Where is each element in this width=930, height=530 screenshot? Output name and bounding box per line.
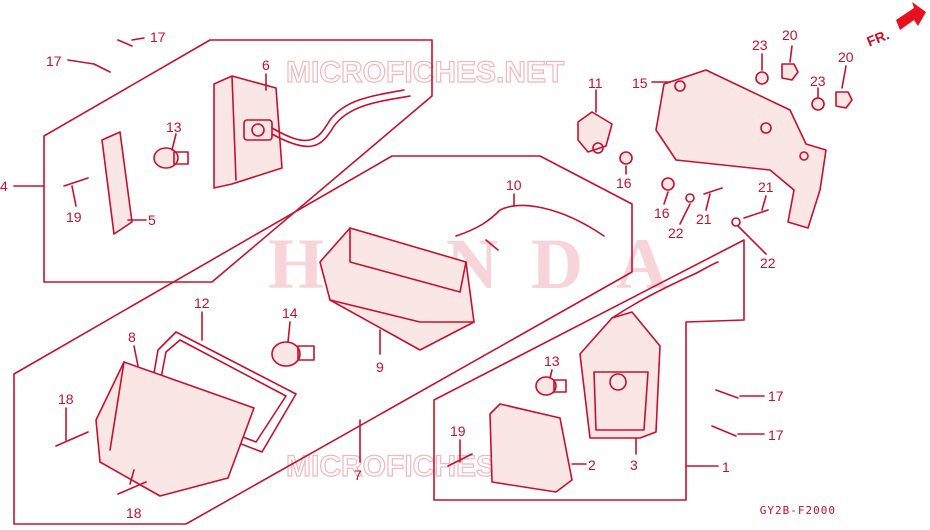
callout-17: 17	[46, 53, 62, 69]
callout-20: 20	[838, 49, 854, 65]
callout-17: 17	[768, 388, 784, 404]
nut-16-lower	[661, 177, 675, 191]
callout-23: 23	[752, 37, 768, 53]
callout-9: 9	[376, 359, 384, 375]
leader-lines	[13, 37, 847, 485]
callout-22: 22	[760, 255, 776, 271]
callout-15: 15	[632, 75, 648, 91]
bulb-taillight	[271, 341, 315, 367]
screw-17-right-lower	[711, 425, 737, 437]
taillight-housing	[319, 227, 475, 351]
callout-16: 16	[616, 175, 632, 191]
front-direction-arrow: FR.	[864, 2, 926, 50]
callout-4: 4	[0, 178, 8, 194]
license-lamp-base	[579, 261, 719, 439]
callout-5: 5	[148, 212, 156, 228]
screw-17-top	[117, 39, 133, 47]
taillight-lens	[95, 361, 255, 497]
callout-12: 12	[194, 295, 210, 311]
callout-22: 22	[668, 225, 684, 241]
callout-6: 6	[262, 57, 270, 73]
bulb-small-bottom	[535, 376, 567, 396]
group-box-license-light	[433, 239, 745, 501]
screw-17-left	[93, 63, 111, 73]
screw-18-lower	[117, 481, 147, 495]
washer-22-left	[685, 193, 695, 203]
callouts: 17 17 6 13 4 19 5 11 15 23 20 23 20 16 1…	[0, 27, 854, 521]
reflector-housing	[213, 75, 411, 189]
nut-16-upper	[619, 151, 633, 165]
callout-21: 21	[696, 211, 712, 227]
screw-18-upper	[55, 431, 89, 447]
callout-8: 8	[128, 329, 136, 345]
license-socket	[577, 111, 613, 154]
callout-7: 7	[354, 467, 362, 483]
group-box-reflector	[43, 39, 433, 283]
washer-22-right	[731, 217, 741, 227]
callout-2: 2	[588, 457, 596, 473]
callout-21: 21	[758, 179, 774, 195]
callout-17: 17	[150, 29, 166, 45]
callout-16: 16	[654, 205, 670, 221]
bracket	[655, 69, 827, 229]
callout-1: 1	[722, 459, 730, 475]
side-reflector-lens	[101, 131, 133, 235]
diagram-code: GY2B-F2000	[760, 504, 836, 517]
washer-23-upper	[755, 71, 769, 85]
bolt-21-left	[703, 187, 723, 195]
callout-14: 14	[282, 305, 298, 321]
group-box-taillight	[13, 155, 633, 525]
callout-19: 19	[450, 423, 466, 439]
callout-3: 3	[630, 457, 638, 473]
callout-18: 18	[126, 505, 142, 521]
washer-23-right	[811, 97, 825, 111]
callout-19: 19	[66, 209, 82, 225]
callout-18: 18	[58, 391, 74, 407]
callout-10: 10	[506, 177, 522, 193]
wire-harness	[455, 204, 605, 237]
watermark-top: MICROFICHES.NET	[286, 56, 564, 89]
screw-19-left	[63, 177, 89, 187]
license-lens	[489, 403, 573, 493]
callout-13: 13	[544, 353, 560, 369]
callout-11: 11	[588, 75, 603, 91]
front-direction-label: FR.	[864, 26, 891, 49]
bulb-small-top	[153, 147, 189, 169]
nut-20-upper	[781, 63, 799, 81]
nut-20-right	[835, 91, 853, 109]
callout-13: 13	[166, 119, 182, 135]
bolt-21-right	[743, 209, 769, 219]
callout-23: 23	[810, 73, 826, 89]
callout-20: 20	[782, 27, 798, 43]
screw-17-right-upper	[715, 389, 739, 399]
callout-17: 17	[768, 427, 784, 443]
